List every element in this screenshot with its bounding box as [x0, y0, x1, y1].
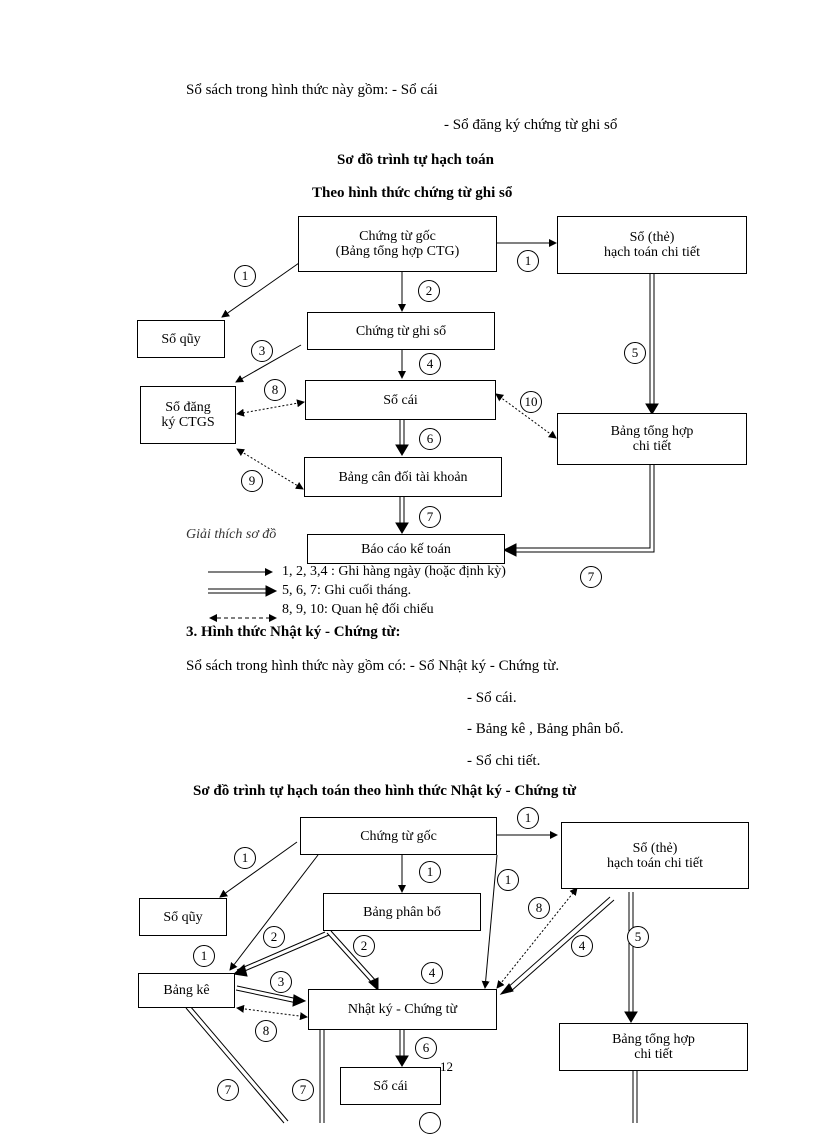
books-intro-text: Sổ sách trong hình thức này gồm: - Sổ cá…	[186, 82, 438, 98]
d2-circle-8b: 8	[255, 1020, 277, 1042]
d2-bang-phan-bo-label: Bảng phân bổ	[363, 904, 441, 920]
legend-row-daily: 1, 2, 3,4 : Ghi hàng ngày (hoặc định kỳ)	[282, 564, 506, 579]
d2-bang-tong-hop-label: Bảng tổng hợp	[612, 1032, 695, 1047]
bao-cao-ke-toan-box: Báo cáo kế toán	[307, 534, 505, 564]
step-circle-8: 8	[264, 379, 286, 401]
d2-bang-phan-bo-box: Bảng phân bổ	[323, 893, 481, 931]
so-the-label: Sổ (thẻ)	[629, 230, 675, 245]
d2-circle-5: 5	[627, 926, 649, 948]
hach-toan-chi-tiet-label: hạch toán chi tiết	[603, 245, 701, 260]
legend-row-reconcile: 8, 9, 10: Quan hệ đối chiếu	[282, 602, 434, 617]
d2-nhat-ky-chung-tu-label: Nhật ký - Chứng từ	[347, 1002, 458, 1017]
step-circle-5: 5	[624, 342, 646, 364]
d2-so-quy-label: Sổ qũy	[163, 909, 203, 925]
d2-circle-4a: 4	[571, 935, 593, 957]
bao-cao-ke-toan-label: Báo cáo kế toán	[361, 541, 451, 557]
d2-so-cai-label: Sổ cái	[373, 1078, 408, 1094]
ky-ctgs-label: ký CTGS	[161, 415, 215, 430]
step-circle-10: 10	[520, 391, 542, 413]
section3-item-so-cai: - Sổ cái.	[467, 690, 517, 706]
section3-heading: 3. Hình thức Nhật ký - Chứng từ:	[186, 624, 401, 640]
d2-nhat-ky-chung-tu-box: Nhật ký - Chứng từ	[308, 989, 497, 1030]
step-circle-7b: 7	[580, 566, 602, 588]
legend-title: Giải thích sơ đồ	[186, 527, 277, 542]
d2-circle-7a: 7	[217, 1079, 239, 1101]
chi-tiet-label: chi tiết	[632, 439, 672, 454]
d2-chung-tu-goc-box: Chứng từ gốc	[300, 817, 497, 855]
d2-circle-1e: 1	[193, 945, 215, 967]
d2-circle-3: 3	[270, 971, 292, 993]
d2-hach-toan-chi-tiet-label: hạch toán chi tiết	[606, 855, 704, 871]
bang-tong-hop-label: Bảng tổng hợp	[610, 424, 694, 439]
d2-bang-ke-label: Bảng kê	[163, 983, 210, 998]
d2-circle-2b: 2	[353, 935, 375, 957]
diagram1-title-1: Sơ đồ trình tự hạch toán	[337, 152, 494, 168]
d2-chi-tiet-label: chi tiết	[634, 1047, 673, 1062]
page-number: 12	[440, 1059, 453, 1074]
d2-circle-7b: 7	[292, 1079, 314, 1101]
books-item-2: - Sổ đăng ký chứng từ ghi sổ	[444, 117, 618, 133]
chung-tu-goc-label: Chứng từ gốc	[359, 229, 436, 244]
chung-tu-goc-box: Chứng từ gốc(Bảng tổng hợp CTG)	[298, 216, 497, 272]
section3-item-bang-ke: - Bảng kê , Bảng phân bổ.	[467, 721, 624, 737]
d2-so-cai-box: Sổ cái	[340, 1067, 441, 1105]
d2-circle-2a: 2	[263, 926, 285, 948]
so-cai-box: Sổ cái	[305, 380, 496, 420]
d2-circle-4b: 4	[421, 962, 443, 984]
step-circle-7a: 7	[419, 506, 441, 528]
step-circle-6: 6	[419, 428, 441, 450]
d2-chung-tu-goc-label: Chứng từ gốc	[360, 828, 437, 844]
section3-item-so-chi-tiet: - Sổ chi tiết.	[467, 753, 541, 769]
d2-circle-partial	[419, 1112, 441, 1134]
step-circle-9: 9	[241, 470, 263, 492]
d2-circle-1c: 1	[419, 861, 441, 883]
d2-so-quy-box: Sổ qũy	[139, 898, 227, 936]
d2-so-the-label: Sổ (thẻ)	[632, 840, 678, 856]
step-circle-2: 2	[418, 280, 440, 302]
d2-circle-1d: 1	[497, 869, 519, 891]
step-circle-1b: 1	[517, 250, 539, 272]
so-cai-label: Sổ cái	[383, 392, 418, 408]
section3-books-intro: Sổ sách trong hình thức này gồm có: - Sổ…	[186, 658, 560, 674]
d2-circle-6: 6	[415, 1037, 437, 1059]
d2-circle-1a: 1	[517, 807, 539, 829]
d2-circle-8a: 8	[528, 897, 550, 919]
d2-so-the-chi-tiet-box: Sổ (thẻ)hạch toán chi tiết	[561, 822, 749, 889]
chung-tu-ghi-so-label: Chứng từ ghi sổ	[355, 323, 447, 339]
step-circle-4: 4	[419, 353, 441, 375]
bang-can-doi-tai-khoan-box: Bảng cân đối tài khoản	[304, 457, 502, 497]
so-quy-label: Sổ qũy	[161, 331, 201, 347]
so-quy-box: Sổ qũy	[137, 320, 225, 358]
bang-tong-hop-ctg-label: (Bảng tổng hợp CTG)	[335, 244, 460, 259]
d2-bang-ke-box: Bảng kê	[138, 973, 235, 1008]
diagram2-title: Sơ đồ trình tự hạch toán theo hình thức …	[193, 783, 577, 799]
step-circle-3: 3	[251, 340, 273, 362]
d2-circle-1b: 1	[234, 847, 256, 869]
so-dang-label: Sổ đăng	[165, 400, 211, 415]
legend-row-monthly: 5, 6, 7: Ghi cuối tháng.	[282, 583, 412, 598]
diagram1-title-2: Theo hình thức chứng từ ghi sổ	[312, 185, 513, 201]
chung-tu-ghi-so-box: Chứng từ ghi sổ	[307, 312, 495, 350]
so-the-chi-tiet-box: Sổ (thẻ)hạch toán chi tiết	[557, 216, 747, 274]
step-circle-1a: 1	[234, 265, 256, 287]
bang-can-doi-tai-khoan-label: Bảng cân đối tài khoản	[338, 469, 468, 485]
